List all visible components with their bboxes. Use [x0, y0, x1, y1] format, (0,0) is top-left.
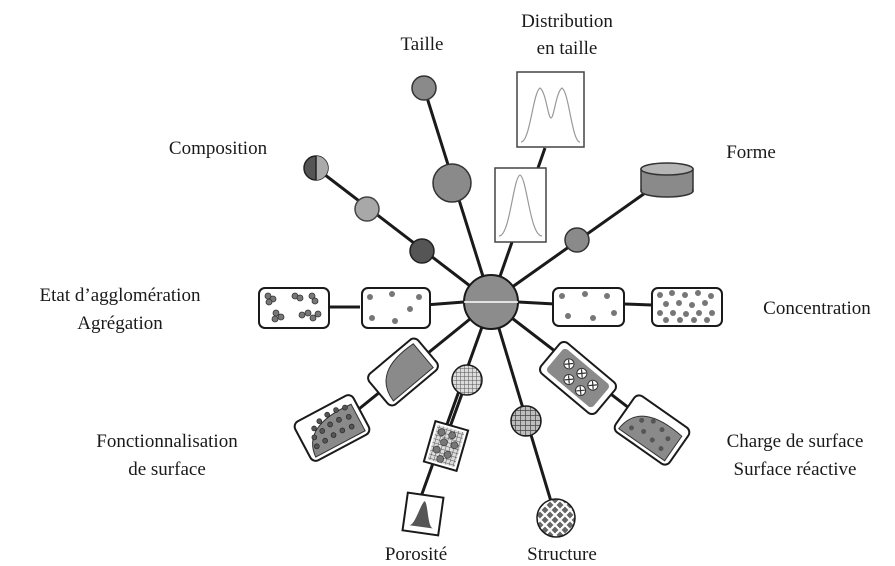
spoke-composition — [315, 166, 492, 304]
functionalized-particle-box — [293, 394, 371, 462]
label-forme: Forme — [726, 142, 776, 163]
concentration-branch — [552, 287, 723, 327]
high-concentration-particles — [657, 290, 715, 323]
structure-grid-particle — [510, 405, 542, 437]
distribution-branch — [494, 71, 585, 243]
cylinder-shape — [640, 162, 694, 198]
forme-particle — [564, 227, 590, 253]
aggregated-clusters — [264, 292, 322, 323]
light-composition-particle — [354, 196, 380, 222]
spoke-agglomeration — [424, 300, 465, 307]
surface-half-particle-box — [367, 337, 439, 407]
label-charge-line2: Surface réactive — [734, 459, 857, 480]
composition-branch — [303, 155, 435, 264]
label-taille: Taille — [401, 34, 444, 55]
dark-composition-particle — [409, 238, 435, 264]
spoke-concentration-inner — [623, 302, 653, 307]
taille-large-particle — [432, 163, 472, 203]
label-composition: Composition — [169, 138, 268, 159]
reactive-surface-box — [613, 394, 691, 466]
central-particle — [463, 274, 519, 330]
structure-lattice-particle — [536, 498, 576, 538]
label-agglomeration-line1: Etat d’agglomération — [40, 285, 201, 306]
fonctionnalisation-branch — [293, 337, 439, 462]
label-structure: Structure — [527, 544, 597, 565]
composite-particle — [303, 155, 329, 181]
porous-box — [422, 419, 470, 473]
label-distribution-line1: Distribution — [521, 11, 613, 32]
bimodal-distribution-plot — [516, 71, 585, 148]
pore-distribution-box — [401, 491, 445, 537]
porous-grid-particle — [451, 364, 483, 396]
unimodal-distribution-plot — [494, 167, 547, 243]
label-concentration: Concentration — [763, 298, 871, 319]
spoke-porosite — [416, 301, 493, 506]
labels: Taille Distribution en taille Compositio… — [40, 11, 872, 565]
unimodal-curve — [498, 174, 543, 237]
porosite-branch — [401, 364, 483, 537]
bimodal-curve — [520, 87, 581, 143]
label-fonctionnalisation-line2: de surface — [128, 459, 206, 480]
spoke-concentration — [517, 300, 556, 306]
label-charge-line1: Charge de surface — [727, 431, 864, 452]
charge-branch — [539, 340, 691, 466]
taille-branch — [411, 75, 472, 203]
label-agglomeration-line2: Agrégation — [77, 313, 163, 334]
dispersed-particles-left — [367, 291, 422, 324]
high-concentration-box — [651, 287, 723, 327]
dispersed-box-left — [361, 287, 431, 329]
label-distribution-line2: en taille — [537, 38, 598, 59]
label-porosite: Porosité — [385, 544, 447, 565]
taille-small-particle — [411, 75, 437, 101]
agglomeration-branch — [258, 287, 431, 329]
forme-branch — [564, 162, 694, 253]
structure-branch — [510, 405, 576, 538]
low-concentration-particles — [559, 291, 617, 321]
label-fonctionnalisation-line1: Fonctionnalisation — [96, 431, 238, 452]
charged-particles-box — [539, 340, 617, 416]
